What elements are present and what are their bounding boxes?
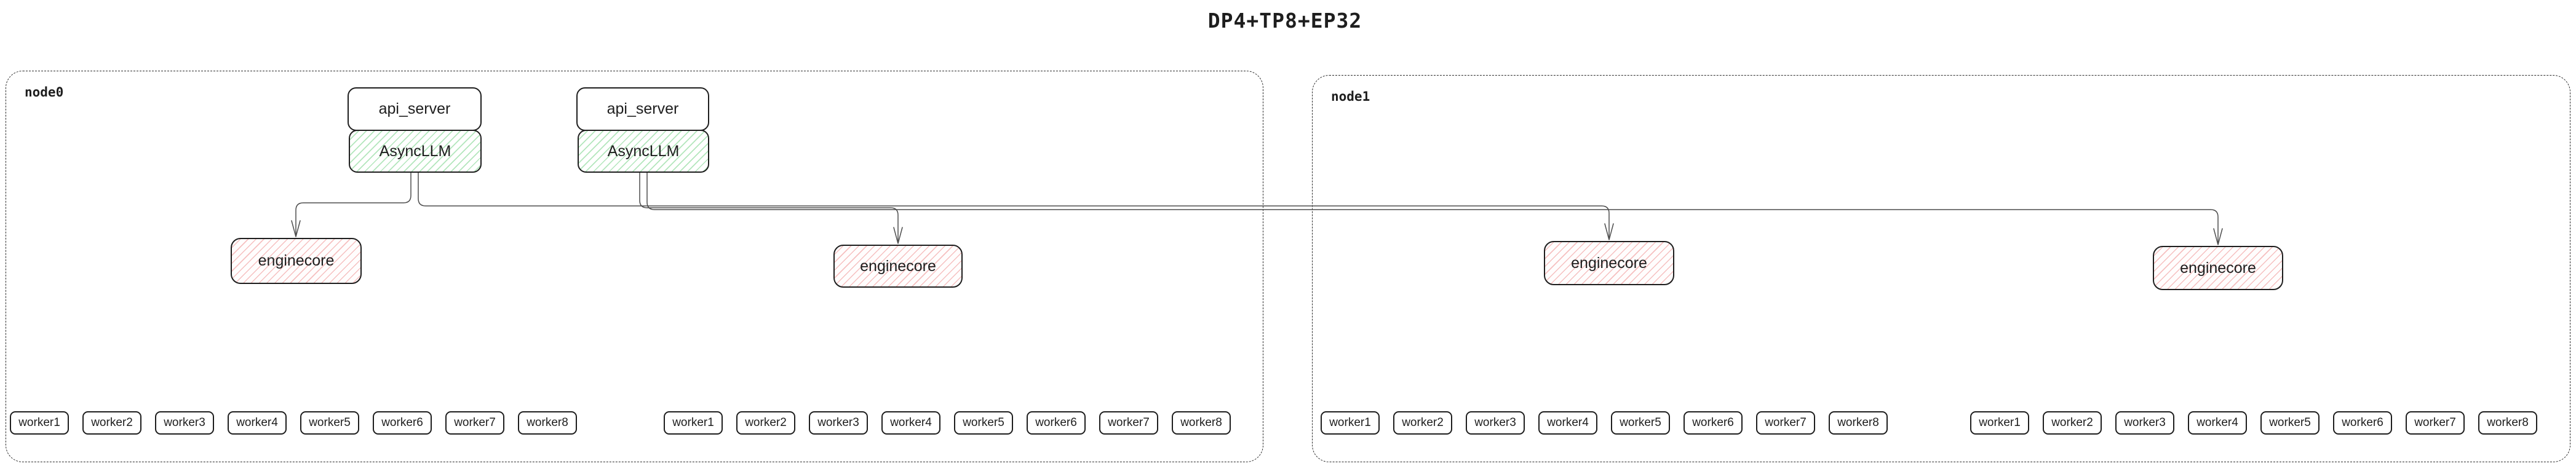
worker-box: worker4 — [1538, 411, 1597, 435]
worker-box: worker1 — [10, 411, 69, 435]
worker-box: worker7 — [1756, 411, 1815, 435]
enginecore-box: enginecore — [2153, 246, 2283, 290]
worker-box: worker4 — [228, 411, 287, 435]
worker-box: worker8 — [518, 411, 577, 435]
worker-box: worker2 — [1393, 411, 1452, 435]
worker-box: worker3 — [2115, 411, 2174, 435]
worker-box: worker4 — [881, 411, 940, 435]
worker-box: worker3 — [809, 411, 868, 435]
worker-box: worker5 — [2260, 411, 2320, 435]
enginecore-box: enginecore — [231, 238, 362, 284]
async-llm-box: AsyncLLM — [578, 130, 709, 173]
worker-box: worker2 — [82, 411, 141, 435]
worker-box: worker6 — [1027, 411, 1086, 435]
worker-box: worker8 — [2478, 411, 2537, 435]
worker-box: worker7 — [1099, 411, 1158, 435]
node1-container — [1312, 75, 2570, 462]
worker-box: worker2 — [736, 411, 795, 435]
worker-box: worker5 — [954, 411, 1013, 435]
worker-group-node0-b: worker1 worker2 worker3 worker4 worker5 worke… — [664, 411, 1231, 435]
worker-box: worker7 — [2406, 411, 2465, 435]
worker-box: worker6 — [373, 411, 432, 435]
node0-label: node0 — [25, 85, 64, 100]
worker-box: worker6 — [1684, 411, 1743, 435]
worker-box: worker1 — [1321, 411, 1380, 435]
worker-group-node1-b: worker1 worker2 worker3 worker4 worker5 worke… — [1970, 411, 2537, 435]
diagram-title: DP4+TP8+EP32 — [1207, 9, 1362, 33]
node1-label: node1 — [1331, 89, 1370, 104]
worker-box: worker6 — [2333, 411, 2392, 435]
api-server-box: api_server — [348, 87, 482, 131]
enginecore-box: enginecore — [833, 245, 963, 288]
worker-box: worker4 — [2188, 411, 2247, 435]
worker-box: worker2 — [2043, 411, 2102, 435]
enginecore-box: enginecore — [1544, 241, 1674, 285]
worker-box: worker1 — [1970, 411, 2029, 435]
api-server-box: api_server — [576, 87, 709, 131]
async-llm-box: AsyncLLM — [349, 130, 482, 173]
worker-box: worker5 — [1611, 411, 1670, 435]
worker-box: worker7 — [445, 411, 504, 435]
worker-group-node1-a: worker1 worker2 worker3 worker4 worker5 worke… — [1321, 411, 1888, 435]
worker-group-node0-a: worker1 worker2 worker3 worker4 worker5 worke… — [10, 411, 577, 435]
worker-box: worker8 — [1829, 411, 1888, 435]
worker-box: worker1 — [664, 411, 723, 435]
worker-box: worker3 — [1466, 411, 1525, 435]
worker-box: worker5 — [300, 411, 359, 435]
worker-box: worker8 — [1172, 411, 1231, 435]
worker-box: worker3 — [155, 411, 214, 435]
node0-container — [6, 71, 1263, 462]
